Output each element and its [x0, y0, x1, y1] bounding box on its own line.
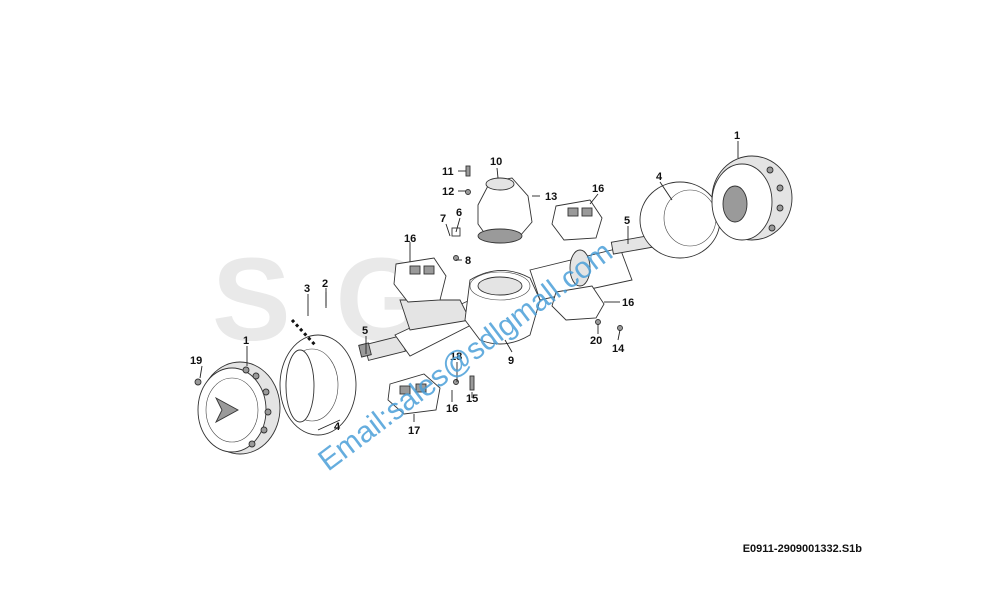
callout-4-left: 4: [334, 421, 341, 433]
callout-1-right: 1: [734, 130, 740, 142]
left-wheel-hub: [197, 361, 281, 455]
upper-right-caliper: [551, 199, 603, 241]
callout-16-upper-right: 16: [592, 183, 604, 195]
right-axle-tube: [529, 247, 633, 301]
upper-left-caliper: [393, 257, 447, 303]
callout-8: 8: [465, 255, 471, 267]
callout-1-left: 1: [243, 335, 249, 347]
right-wheel-hub: [711, 155, 793, 241]
callout-17: 17: [408, 425, 420, 437]
callout-20: 20: [590, 335, 602, 347]
axle-housing: [464, 270, 541, 345]
callout-16-lower: 16: [446, 403, 458, 415]
lower-caliper-bracket: [387, 373, 441, 415]
callout-10: 10: [490, 156, 502, 168]
leader-lines: [199, 141, 739, 431]
callout-19: 19: [190, 355, 202, 367]
left-brake-disc: [279, 334, 357, 436]
callout-5-left: 5: [362, 325, 368, 337]
callout-16-upper-left: 16: [404, 233, 416, 245]
callout-2: 2: [322, 278, 328, 290]
callout-11: 11: [442, 166, 454, 178]
callout-18: 18: [450, 351, 462, 363]
callout-3: 3: [304, 283, 310, 295]
drawing-code: E0911-2909001332.S1b: [742, 543, 862, 555]
callout-13: 13: [545, 191, 557, 203]
callout-16-lower-right: 16: [622, 297, 634, 309]
callout-4-right: 4: [656, 171, 663, 183]
callout-12: 12: [442, 186, 454, 198]
right-brake-disc: [639, 181, 721, 259]
lower-right-caliper: [551, 285, 605, 321]
callout-7: 7: [440, 213, 446, 225]
differential-carrier: [477, 177, 533, 244]
callout-labels: 1 1 2 3 4 4 5 5 6 7 8 9 10 11 12 13 14 1…: [190, 130, 740, 437]
callout-6: 6: [456, 207, 462, 219]
callout-5-right: 5: [624, 215, 630, 227]
callout-9: 9: [508, 355, 514, 367]
callout-15: 15: [466, 393, 478, 405]
callout-14: 14: [612, 343, 625, 355]
